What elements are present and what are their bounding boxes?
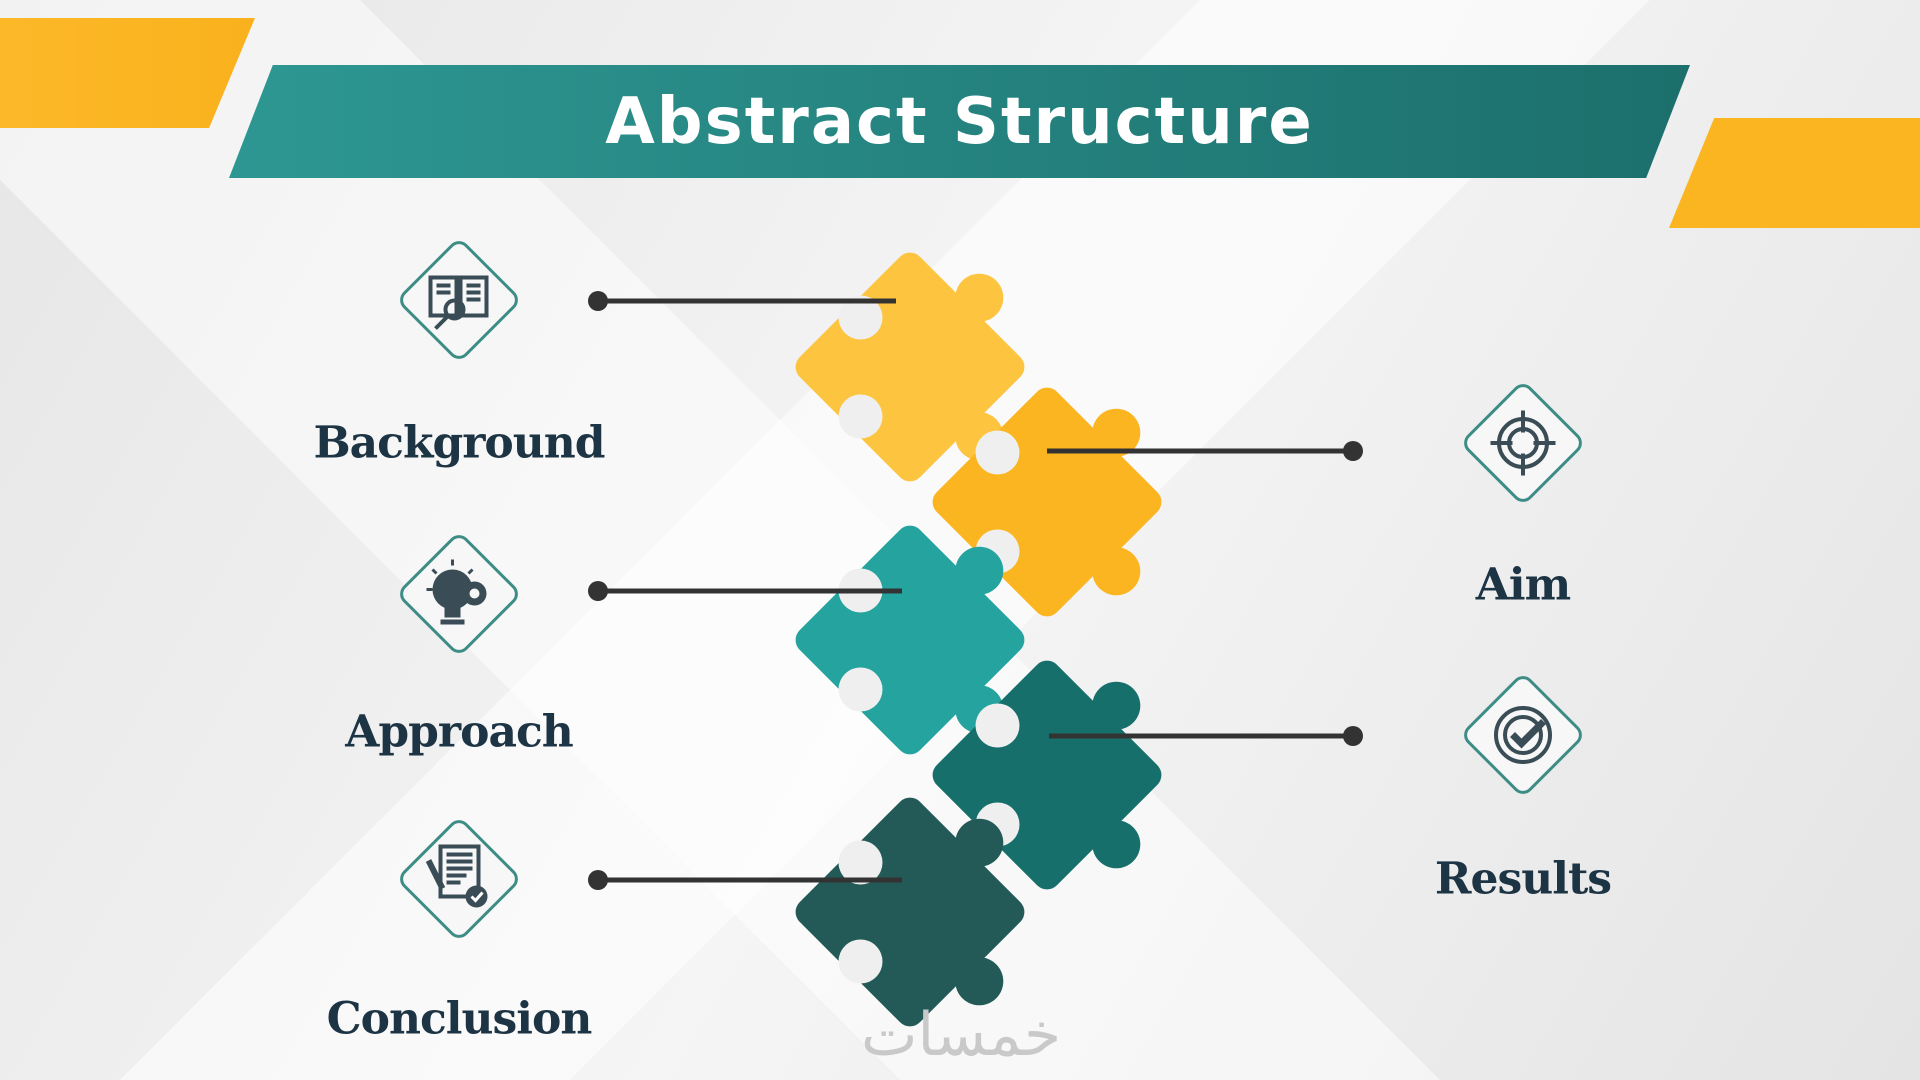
- accent-band-right: [1669, 118, 1920, 228]
- puzzle-piece-background: [789, 220, 1083, 514]
- label-approach: Approach: [345, 706, 573, 758]
- connector-dot: [1343, 441, 1363, 461]
- accent-band-left: [0, 18, 255, 128]
- puzzle-piece-approach: [789, 493, 1083, 787]
- lightbulb-gear-icon: [400, 535, 518, 653]
- connector-line: [598, 298, 896, 304]
- target-icon: [1464, 384, 1582, 502]
- connector-line: [1049, 733, 1353, 739]
- connector-line: [598, 877, 902, 883]
- watermark: خمسات: [860, 1000, 1062, 1070]
- label-background: Background: [313, 417, 605, 469]
- circular-check-icon: [1464, 676, 1582, 794]
- label-aim: Aim: [1475, 559, 1571, 611]
- connector-line: [1047, 448, 1353, 454]
- puzzle-piece-conclusion: [789, 765, 1083, 1059]
- page-title: Abstract Structure: [605, 84, 1314, 159]
- connector-line: [598, 588, 902, 594]
- book-search-icon: [400, 241, 518, 359]
- title-banner: Abstract Structure: [229, 65, 1690, 178]
- label-results: Results: [1434, 853, 1612, 905]
- document-check-icon: [400, 820, 518, 938]
- label-conclusion: Conclusion: [326, 993, 593, 1045]
- connector-dot: [1343, 726, 1363, 746]
